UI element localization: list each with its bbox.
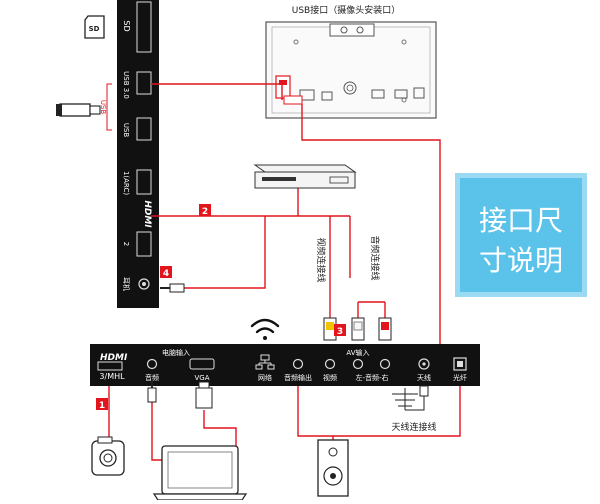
svg-text:4: 4 (163, 269, 169, 279)
sd-port-label: SD (122, 20, 131, 31)
vga-label: VGA (194, 374, 209, 382)
tv-usb-label: USB接口（摄像头安装口） (292, 4, 400, 16)
hdmi2-port-label: 2 (122, 242, 130, 246)
optical-label: 光纤 (453, 373, 467, 382)
av-lr-audio-label: 左-音频-右 (355, 373, 388, 382)
hdmi3-port[interactable] (97, 361, 123, 371)
usb-port[interactable] (136, 117, 152, 141)
rca-plugs (323, 317, 392, 341)
bottom-hdmi-logo: HDMI (100, 353, 128, 363)
hdmi2-port[interactable] (136, 231, 152, 257)
av-input-group-label: AV输入 (346, 348, 369, 357)
badge-1: 1 (96, 398, 108, 411)
vga-port[interactable] (189, 358, 215, 370)
antenna-cable-label: 天线连接线 (391, 421, 436, 433)
usb30-port-label: USB 3.0 (122, 71, 130, 99)
info-box: 接口尺 寸说明 (455, 173, 587, 297)
wifi-icon (250, 318, 280, 340)
audio-cable-label: 音频连接线 (369, 235, 381, 280)
hdmi3-port-label: 3/MHL (99, 372, 125, 381)
audio-plug-icon (147, 380, 157, 403)
av-video-jack[interactable] (324, 358, 336, 370)
tv-back-illustration (265, 21, 437, 119)
audio-out-jack[interactable] (292, 358, 304, 370)
audio-out-label: 音频输出 (284, 373, 312, 382)
av-video-label: 视频 (323, 373, 337, 382)
pc-input-group-label: 电脑输入 (162, 348, 190, 357)
usb30-port[interactable] (136, 71, 152, 95)
svg-text:SD: SD (89, 25, 100, 33)
usb-drive-icon (56, 103, 101, 117)
sd-card-icon: SD (84, 15, 105, 39)
svg-text:1: 1 (99, 401, 105, 411)
usb-port-label: USB (122, 123, 130, 138)
info-box-line2: 寸说明 (479, 244, 563, 277)
connection-wires (108, 83, 461, 461)
network-label: 网络 (258, 373, 272, 382)
speaker-icon (317, 439, 349, 497)
info-box-line1: 接口尺 (479, 204, 563, 237)
vga-plug-icon (195, 381, 213, 409)
sd-slot[interactable] (136, 1, 152, 53)
earphone-plug-icon (160, 283, 185, 293)
pc-audio-jack[interactable] (146, 358, 158, 370)
camera-icon (91, 436, 125, 476)
network-icon (255, 354, 275, 370)
badge-2: 2 (199, 204, 211, 217)
side-hdmi-logo: HDMI (142, 200, 152, 228)
antenna-label: 天线 (417, 373, 431, 382)
hdmi1-port[interactable] (136, 169, 152, 195)
hdmi1-port-label: 1(ARC) (122, 171, 130, 195)
av-audio-right-jack[interactable] (379, 358, 391, 370)
earphone-port-label: 耳机 (122, 277, 131, 291)
laptop-icon (152, 445, 248, 501)
pc-audio-label: 音频 (145, 373, 159, 382)
media-player-box (253, 164, 357, 189)
usb-side-label: USB (99, 100, 107, 115)
badge-4: 4 (160, 266, 172, 279)
av-audio-left-jack[interactable] (352, 358, 364, 370)
svg-text:3: 3 (337, 327, 343, 337)
antenna-icon (392, 385, 429, 411)
video-cable-label: 视频连接线 (315, 237, 327, 282)
badge-3: 3 (334, 324, 346, 337)
svg-text:2: 2 (202, 207, 208, 217)
